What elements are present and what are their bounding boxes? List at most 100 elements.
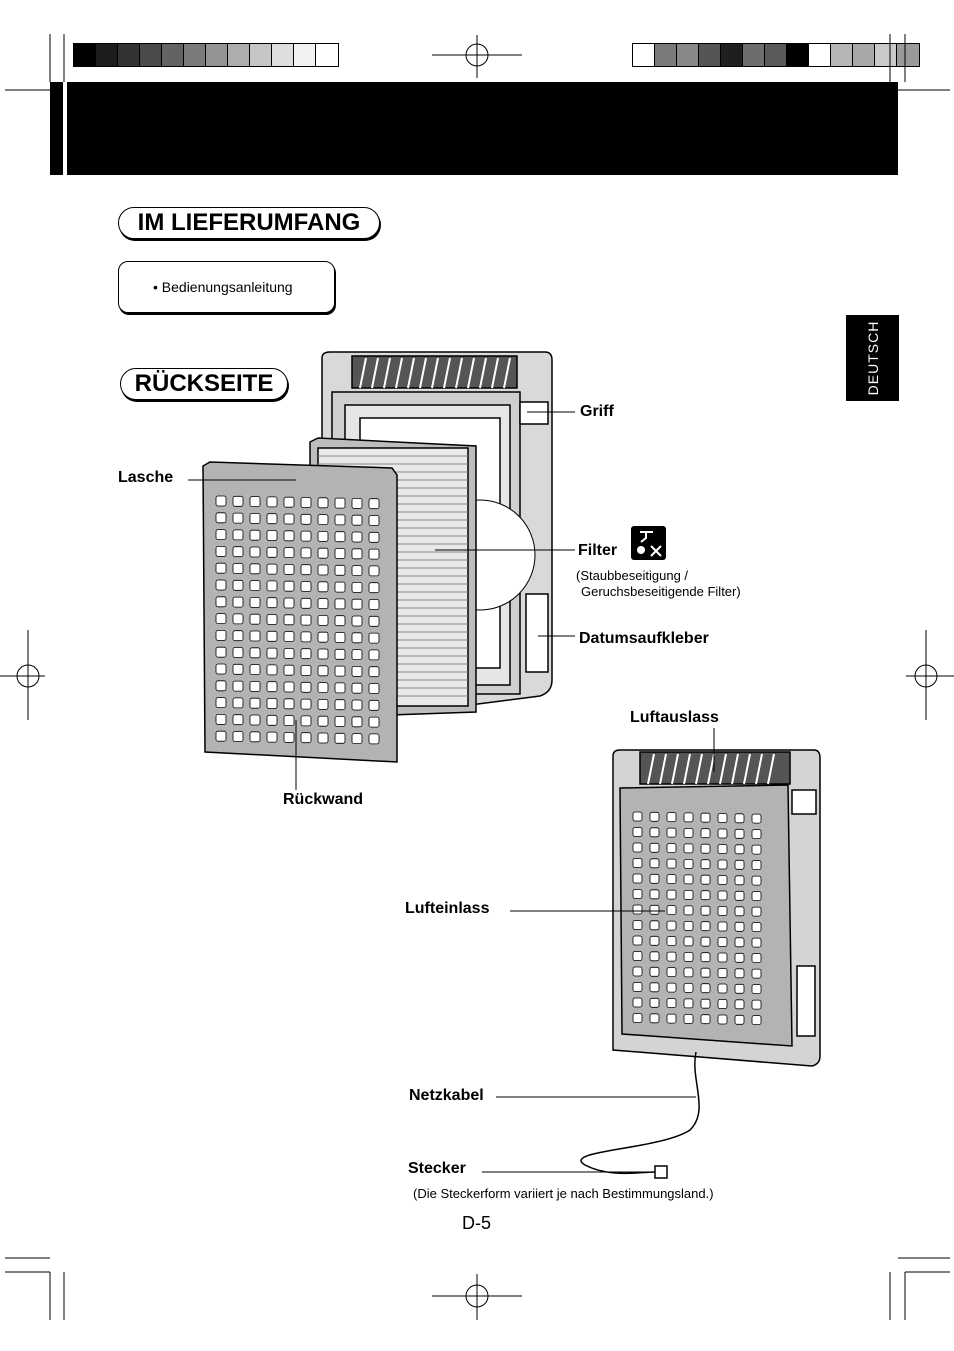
vent-hole [632,951,643,961]
color-swatch [118,44,140,66]
vent-hole [734,952,745,963]
vent-hole [334,497,346,509]
color-swatch [875,44,897,66]
vent-hole [632,966,643,977]
vent-hole [334,564,346,576]
vent-hole [334,716,346,727]
vent-hole [300,648,312,660]
vent-hole [734,813,745,824]
vent-hole [266,614,278,625]
label-stecker: Stecker [408,1160,466,1177]
vent-hole [666,812,677,822]
vent-hole [317,715,329,727]
vent-hole [751,860,762,870]
vent-hole [632,889,643,899]
label-datumsaufkleber: Datumsaufkleber [579,630,709,647]
vent-hole [215,579,227,591]
vent-hole [632,827,643,837]
vent-hole [368,515,380,526]
vent-hole [300,681,312,693]
vent-hole [649,1013,660,1024]
vent-hole [734,828,745,839]
label-filter: Filter [578,542,618,559]
vent-hole [351,598,363,610]
vent-hole [334,581,346,593]
page-number: D-5 [462,1213,492,1233]
vent-hole [232,613,244,625]
vent-hole [232,630,244,642]
vent-hole [632,842,643,853]
vent-hole [368,666,380,678]
vent-hole [249,529,261,541]
color-swatch [228,44,250,66]
section-title-contents: IM LIEFERUMFANG [118,207,380,239]
label-netzkabel: Netzkabel [409,1087,484,1104]
vent-hole [368,699,380,711]
vent-hole [368,632,380,644]
color-swatch [206,44,228,66]
vent-hole [215,613,227,624]
vent-hole [249,546,261,558]
vent-hole [249,664,261,675]
vent-hole [649,966,660,977]
vent-hole [283,614,295,626]
vent-hole [717,1014,728,1025]
vent-hole [734,1014,745,1025]
color-swatch [294,44,316,66]
vent-hole [215,512,227,524]
vent-hole [632,1013,643,1023]
vent-hole [249,496,261,508]
vent-hole [249,714,261,726]
vent-hole [334,598,346,610]
vent-hole [215,663,227,675]
vent-hole [283,681,295,693]
vent-hole [683,936,694,947]
color-bar-right [632,43,920,67]
vent-hole [649,935,660,946]
color-swatch [272,44,294,66]
vent-hole [351,699,363,711]
color-swatch [787,44,809,66]
vent-hole [700,874,711,885]
color-swatch [765,44,787,66]
vent-hole [734,983,745,994]
vent-hole [649,858,660,869]
vent-hole [232,697,244,709]
vent-hole [266,530,278,541]
filter-note-line1: (Staubbeseitigung / [576,568,689,583]
vent-hole [300,530,312,542]
vent-hole [751,968,762,979]
vent-hole [700,983,711,994]
vent-hole [317,699,329,710]
color-swatch [184,44,206,66]
vent-hole [266,546,278,558]
color-swatch [809,44,831,66]
vent-hole [632,811,643,822]
vent-hole [717,968,728,978]
vent-hole [683,967,694,978]
vent-hole [666,951,677,962]
label-lufteinlass: Lufteinlass [405,900,490,917]
vent-hole [249,647,261,659]
vent-hole [751,1015,762,1025]
vent-hole [632,858,643,868]
vent-hole [232,731,244,742]
vent-hole [632,935,643,946]
vent-hole [666,982,677,993]
vent-hole [368,615,380,627]
vent-hole [232,714,244,726]
color-bar-left [73,43,339,67]
vent-hole [683,859,694,869]
vent-hole [351,733,363,744]
vent-hole [283,664,295,676]
vent-hole [751,829,762,839]
vent-hole [734,937,745,948]
vent-hole [700,967,711,978]
vent-hole [283,580,295,592]
vent-hole [215,646,227,658]
vent-hole [700,843,711,854]
label-lasche: Lasche [118,469,174,486]
vent-hole [249,681,261,692]
